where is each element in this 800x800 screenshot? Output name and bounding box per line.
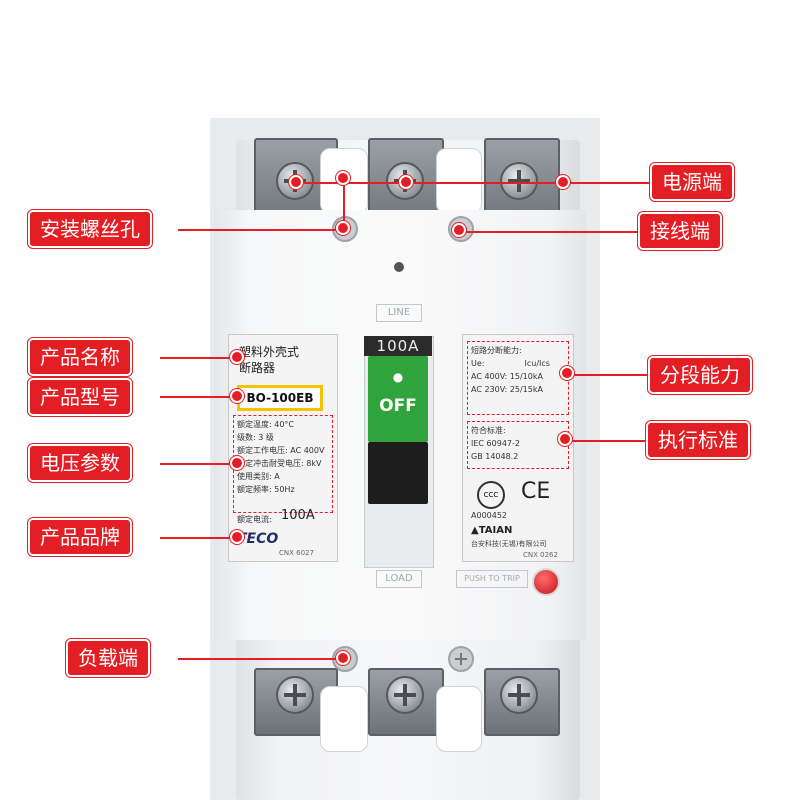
capacity-row: AC 230V: 25/15kA xyxy=(471,385,543,394)
terminal-screw-icon xyxy=(276,676,314,714)
marker-dot xyxy=(556,175,570,189)
terminal-screw-icon xyxy=(500,676,538,714)
handle-dot-icon: ● xyxy=(392,370,404,384)
taian-logo: ▲TAIAN xyxy=(471,525,513,536)
param-row: 使用类别: A xyxy=(237,472,280,481)
callout-standard: 执行标准 xyxy=(648,423,748,457)
leader-line xyxy=(296,182,652,184)
product-name-line2: 断路器 xyxy=(239,361,276,375)
rated-current-label: 额定电流: xyxy=(237,515,272,524)
ccc-cert-icon: CCC xyxy=(477,481,505,509)
leader-line xyxy=(160,463,234,465)
param-row: 额定冲击耐受电压: 8kV xyxy=(237,459,322,468)
callout-voltage-params: 电压参数 xyxy=(30,446,130,480)
callout-wiring-end: 接线端 xyxy=(640,214,720,248)
left-plate-code: CNX 6027 xyxy=(279,549,314,557)
handle-off-label: OFF xyxy=(379,396,417,416)
param-row: 额定工作电压: AC 400V xyxy=(237,446,325,455)
leader-line xyxy=(343,178,345,230)
callout-power-end: 电源端 xyxy=(652,165,732,199)
callout-product-name: 产品名称 xyxy=(30,340,130,374)
breaking-capacity-box: 短路分断能力: Ue:Icu/Ics AC 400V: 15/10kA AC 2… xyxy=(467,341,569,415)
maker-name: 台安科技(无锡)有限公司 xyxy=(471,540,547,548)
param-row: 级数: 3 级 xyxy=(237,433,274,442)
leader-line xyxy=(568,374,648,376)
callout-load-end: 负载端 xyxy=(68,641,148,675)
teco-brand-logo: TECO xyxy=(237,531,279,547)
leader-line xyxy=(566,440,646,442)
terminal-screw-icon xyxy=(386,676,424,714)
push-to-trip-label: PUSH TO TRIP xyxy=(456,570,528,588)
leader-line xyxy=(178,229,344,231)
product-model: BO-100EB xyxy=(237,385,323,411)
marker-dot xyxy=(399,175,413,189)
callout-brand: 产品品牌 xyxy=(30,520,130,554)
product-name-line1: 塑料外壳式 xyxy=(239,345,300,359)
marker-dot xyxy=(289,175,303,189)
marker-dot xyxy=(230,350,244,364)
leader-line xyxy=(460,231,640,233)
trip-button[interactable] xyxy=(532,568,560,596)
mount-hole-icon xyxy=(448,646,474,672)
breaking-capacity-list: 短路分断能力: Ue:Icu/Ics AC 400V: 15/10kA AC 2… xyxy=(468,342,568,398)
marker-dot xyxy=(230,389,244,403)
standard-box: 符合标准: IEC 60947-2 GB 14048.2 xyxy=(467,421,569,469)
voltage-params-list: 额定温度: 40°C 级数: 3 级 额定工作电压: AC 400V 额定冲击耐… xyxy=(234,416,332,498)
capacity-title: 短路分断能力: xyxy=(471,346,522,355)
cert-code: A000452 xyxy=(471,511,508,520)
standard-item: GB 14048.2 xyxy=(471,452,519,461)
right-nameplate: 短路分断能力: Ue:Icu/Ics AC 400V: 15/10kA AC 2… xyxy=(462,334,574,562)
breaker-handle[interactable] xyxy=(368,356,428,442)
top-slot xyxy=(436,148,482,214)
handle-base xyxy=(368,442,428,504)
marker-dot xyxy=(452,223,466,237)
capacity-row: AC 400V: 15/10kA xyxy=(471,372,543,381)
standard-list: 符合标准: IEC 60947-2 GB 14048.2 xyxy=(468,422,568,465)
marker-dot xyxy=(336,171,350,185)
ce-mark: CE xyxy=(521,479,551,504)
voltage-params-box: 额定温度: 40°C 级数: 3 级 额定工作电压: AC 400V 额定冲击耐… xyxy=(233,415,333,513)
leader-line xyxy=(160,537,234,539)
bottom-slot xyxy=(436,686,482,752)
standard-title: 符合标准: xyxy=(471,426,506,435)
leader-line xyxy=(178,658,344,660)
rating-window: 100A xyxy=(364,336,432,356)
param-row: 额定频率: 50Hz xyxy=(237,485,295,494)
indicator-hole xyxy=(394,262,404,272)
leader-line xyxy=(160,357,234,359)
bottom-slot xyxy=(320,686,368,752)
marker-dot xyxy=(230,456,244,470)
standard-item: IEC 60947-2 xyxy=(471,439,520,448)
param-row: 额定温度: 40°C xyxy=(237,420,295,429)
marker-dot xyxy=(558,432,572,446)
terminal-screw-icon xyxy=(500,162,538,200)
capacity-header: Ue:Icu/Ics xyxy=(471,359,550,368)
marker-dot xyxy=(560,366,574,380)
callout-mount-hole: 安装螺丝孔 xyxy=(30,212,150,246)
load-label: LOAD xyxy=(376,570,422,588)
callout-breaking-capacity: 分段能力 xyxy=(650,358,750,392)
line-label: LINE xyxy=(376,304,422,322)
marker-dot xyxy=(336,221,350,235)
rated-current-value: 100A xyxy=(281,508,315,523)
left-nameplate: 塑料外壳式 断路器 BO-100EB 额定温度: 40°C 级数: 3 级 额定… xyxy=(228,334,338,562)
marker-dot xyxy=(230,530,244,544)
leader-line xyxy=(160,396,234,398)
marker-dot xyxy=(336,651,350,665)
callout-product-model: 产品型号 xyxy=(30,380,130,414)
right-plate-code: CNX 0262 xyxy=(523,551,558,559)
